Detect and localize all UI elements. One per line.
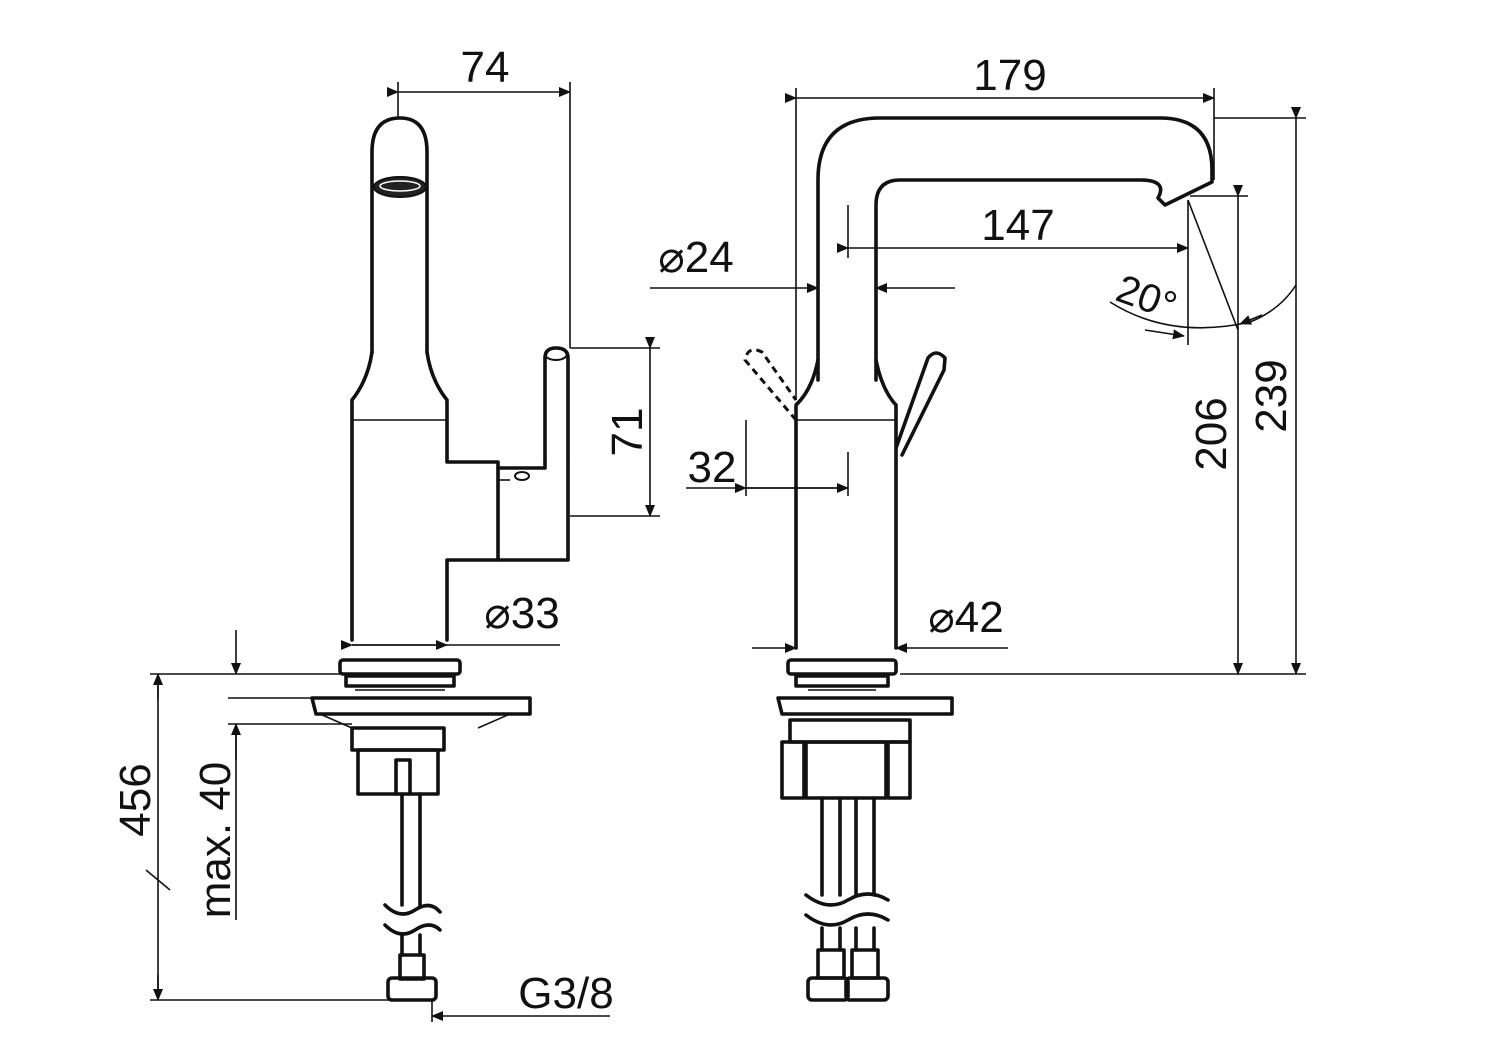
dim-label-206: 206 [1187,397,1236,470]
dim-label-20deg: 20° [1110,267,1182,329]
front-body [794,358,898,650]
dim-label-max40: max. 40 [191,762,240,919]
dimension-lines [145,82,1306,1022]
side-spout-head [370,116,429,354]
side-neck [350,350,374,642]
dim-label-179: 179 [973,51,1046,100]
dim-label-32: 32 [688,443,737,492]
front-connector-left [806,976,850,1002]
front-view [743,116,1214,1002]
dim-label-42: ⌀42 [928,593,1003,642]
front-supply-hoses [820,796,876,897]
side-view [310,116,570,1002]
dim-label-74: 74 [461,43,510,92]
front-base-ring [786,658,898,676]
dim-label-147: 147 [981,201,1054,250]
dim-label-456: 456 [111,763,160,836]
dim-label-239: 239 [1247,359,1296,432]
front-spout [816,116,1214,382]
side-lever [496,346,570,562]
side-connector [386,976,438,1002]
front-mounting-plate [776,696,954,716]
dim-label-g38: G3/8 [518,969,613,1018]
side-base-ring [338,658,462,676]
side-supply-hose [400,792,422,907]
front-lever-alt-position [743,348,798,421]
front-connector-right [844,976,890,1002]
front-lever [894,351,947,457]
dim-label-71: 71 [603,408,652,457]
dimension-labels: 74 71 ⌀33 456 max. 40 G3/8 179 147 ⌀24 2… [111,43,1296,1018]
side-mounting-plate [310,696,532,716]
aerator-outlet [373,176,427,198]
dim-label-33: ⌀33 [484,589,559,638]
dim-label-24: ⌀24 [658,233,733,282]
